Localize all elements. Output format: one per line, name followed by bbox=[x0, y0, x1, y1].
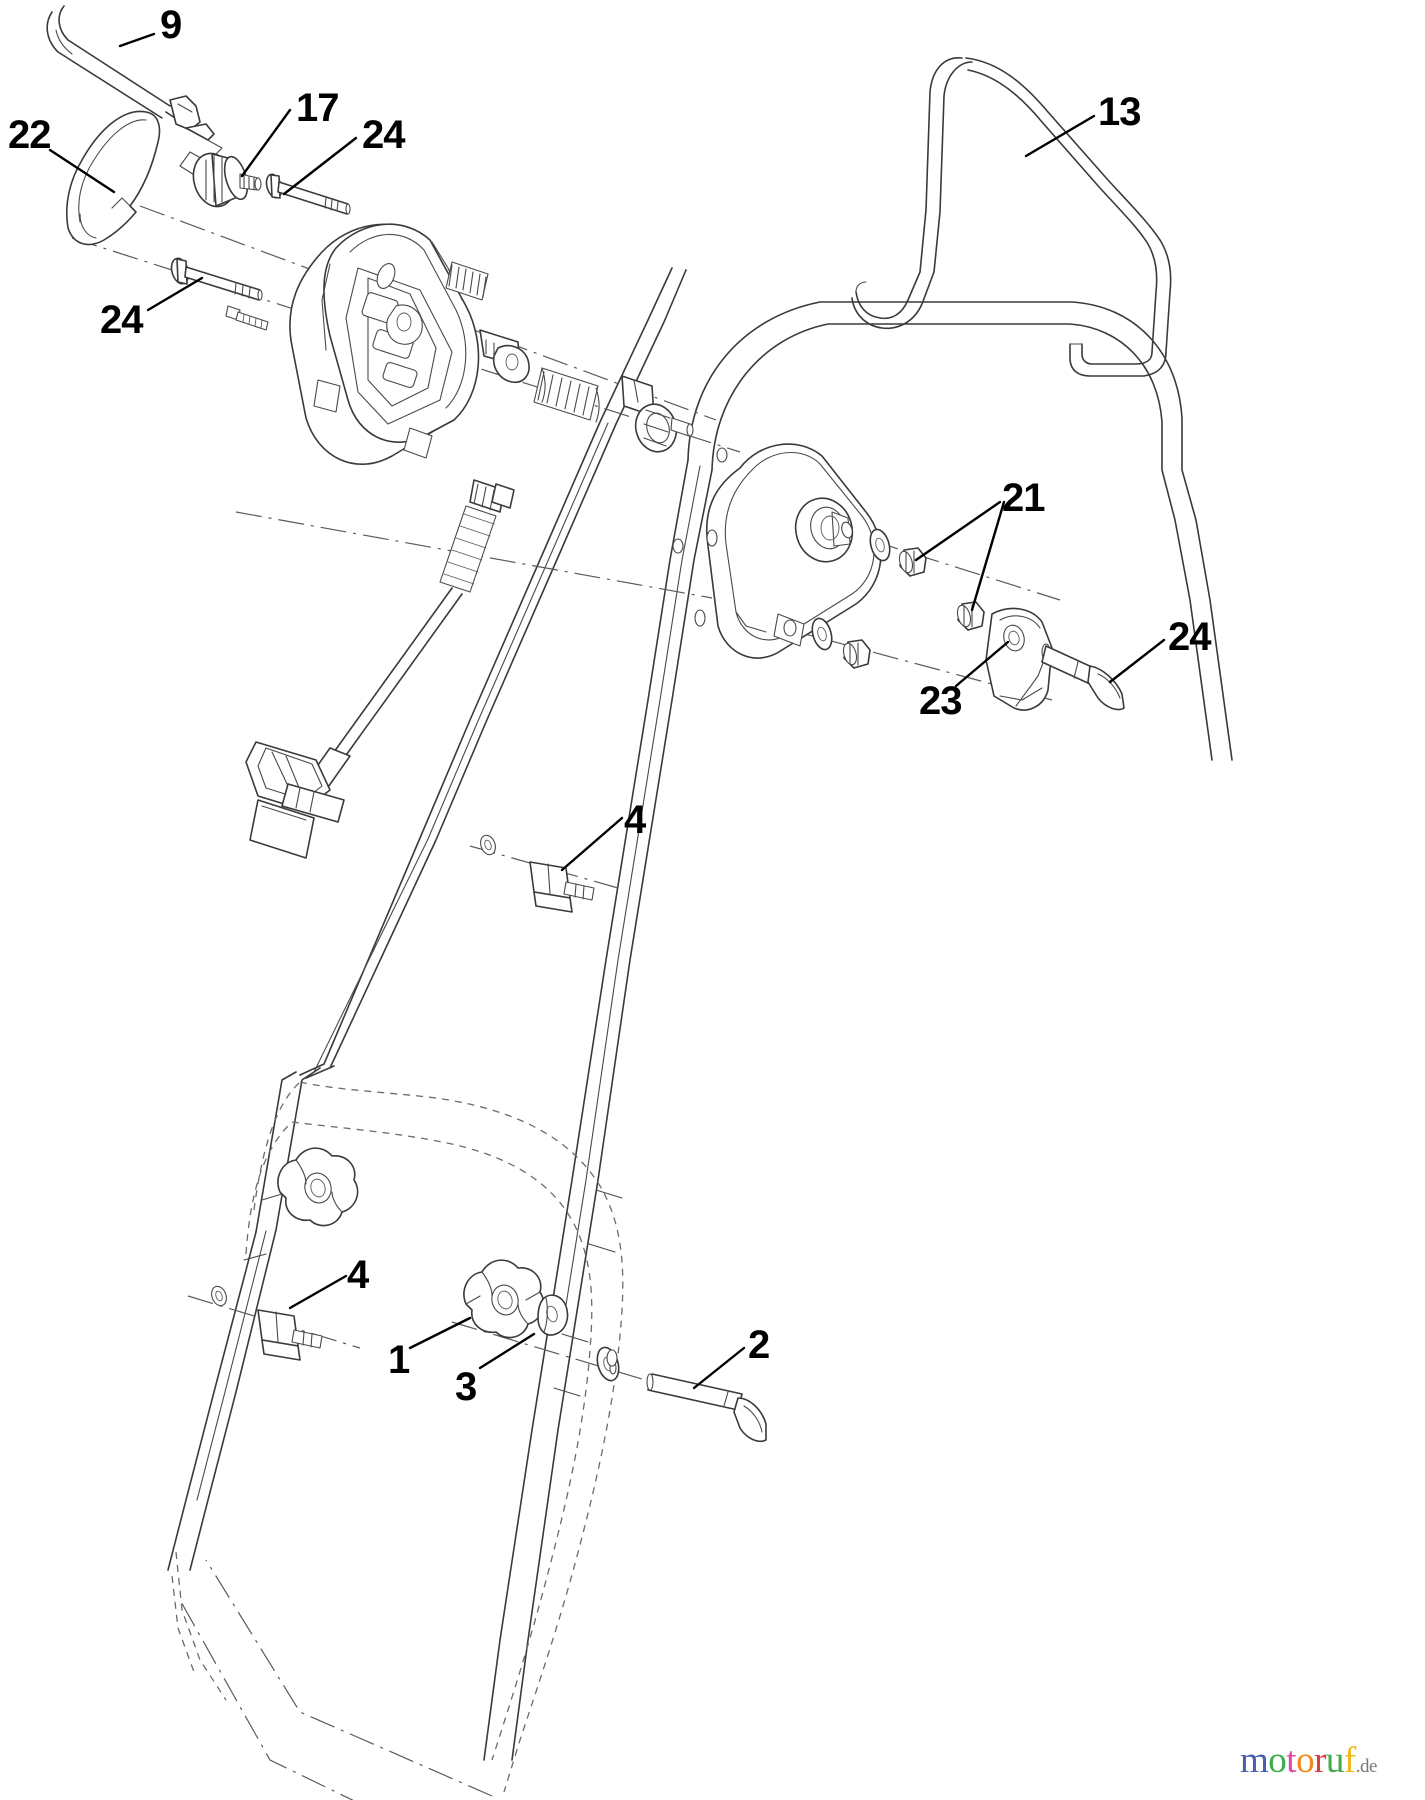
callout-13: 13 bbox=[1098, 90, 1141, 134]
watermark-letter-r: r bbox=[1314, 1740, 1326, 1781]
latch-slider-block bbox=[479, 329, 530, 384]
control-panel-pad bbox=[694, 443, 882, 659]
phantom-handle-outline bbox=[171, 1081, 624, 1793]
part-22-control-lever-grip bbox=[65, 110, 161, 246]
callout-4-lower: 4 bbox=[347, 1253, 369, 1297]
callout-1: 1 bbox=[388, 1338, 410, 1382]
control-cable-assembly bbox=[245, 479, 515, 859]
lever-housing-assembly bbox=[289, 223, 480, 465]
part-4-cable-clamp-upper bbox=[480, 834, 595, 913]
compression-spring-small bbox=[445, 261, 489, 301]
motoruf-watermark: motoruf.de bbox=[1240, 1742, 1377, 1785]
callout-3: 3 bbox=[455, 1365, 477, 1409]
part-13-wire-bail bbox=[851, 57, 1172, 377]
handle-bar-pivot-points bbox=[606, 447, 728, 1367]
part-3-curved-washer bbox=[537, 1294, 569, 1336]
callout-9: 9 bbox=[160, 3, 182, 47]
handle-segment-joints bbox=[243, 1067, 623, 1397]
watermark-letter-f: f bbox=[1343, 1740, 1356, 1781]
star-knob-upper bbox=[277, 1147, 359, 1227]
part-24-carriage-bolt-right bbox=[1041, 643, 1125, 711]
callout-leader-lines bbox=[48, 32, 1166, 1390]
watermark-letter-u: u bbox=[1325, 1740, 1345, 1781]
part-21-nut-washer-upper bbox=[869, 528, 927, 577]
part-21-nut-bracket bbox=[956, 601, 985, 631]
callout-22: 22 bbox=[8, 113, 51, 157]
cable-end-fitting bbox=[621, 375, 694, 453]
part-23-handle-bracket bbox=[985, 607, 1053, 711]
part-4-cable-clamp-lower bbox=[211, 1285, 323, 1361]
part-24-carriage-bolt-lower bbox=[170, 257, 269, 331]
upper-handle-bar bbox=[483, 301, 1233, 1761]
part-9-starter-rope-handle bbox=[46, 5, 223, 179]
assembly-centerlines bbox=[71, 205, 1061, 1800]
watermark-letter-m: m bbox=[1240, 1740, 1269, 1781]
callout-24-lower: 24 bbox=[100, 298, 143, 342]
part-17-knob-cap bbox=[192, 152, 262, 208]
callout-4-upper: 4 bbox=[624, 798, 646, 842]
part-24-carriage-bolt-upper bbox=[265, 173, 351, 215]
callout-24-right: 24 bbox=[1168, 615, 1211, 659]
compression-spring-large bbox=[533, 367, 600, 423]
watermark-letter-t: t bbox=[1286, 1740, 1297, 1781]
part-1-handle-knob bbox=[463, 1259, 545, 1339]
part-2-carriage-bolt-bottom bbox=[646, 1373, 767, 1443]
nut-washer-lower bbox=[811, 617, 871, 669]
callout-21: 21 bbox=[1002, 476, 1045, 520]
watermark-suffix: .de bbox=[1355, 1756, 1378, 1777]
watermark-letter-o2: o bbox=[1296, 1740, 1315, 1781]
callout-23: 23 bbox=[919, 679, 962, 723]
callout-24-upper: 24 bbox=[362, 113, 405, 157]
callout-17: 17 bbox=[296, 86, 339, 130]
callout-2: 2 bbox=[748, 1323, 770, 1367]
lower-handle-tube-left bbox=[167, 267, 687, 1571]
watermark-letter-o1: o bbox=[1268, 1740, 1287, 1781]
